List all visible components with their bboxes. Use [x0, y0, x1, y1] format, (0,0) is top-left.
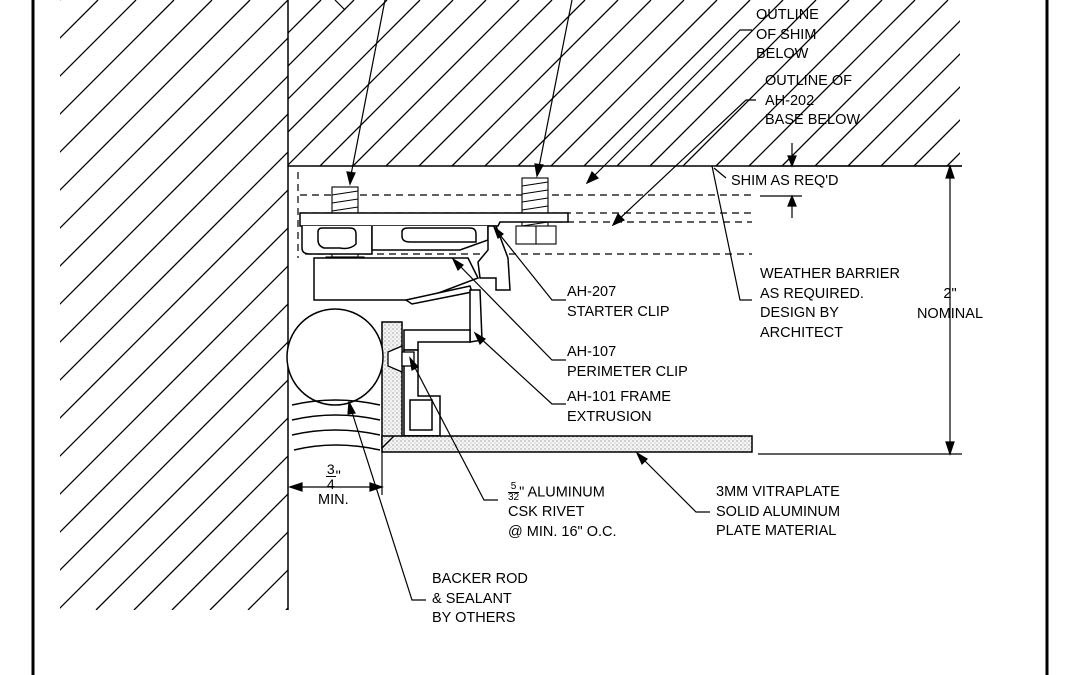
label-starter-clip: AH-207 STARTER CLIP [567, 284, 670, 320]
ah-207-starter-clip [313, 225, 511, 305]
fraction-5-32: 5 32 [508, 481, 520, 503]
label-perimeter-clip: AH-107 PERIMETER CLIP [567, 344, 688, 380]
screw-right [515, 177, 557, 245]
vitraplate-panel [381, 321, 753, 453]
label-weather-barrier: WEATHER BARRIER AS REQUIRED. DESIGN BY A… [760, 266, 900, 341]
label-outline-of-base: OUTLINE OF AH-202 BASE BELOW [765, 73, 861, 128]
backer-rod [286, 308, 384, 451]
label-3-4-min: 3 4 " MIN. [318, 461, 349, 508]
label-vitraplate: 3MM VITRAPLATE SOLID ALUMINUM PLATE MATE… [716, 484, 841, 539]
sheet-border [31, 0, 1049, 675]
label-frame-extrusion: AH-101 FRAME EXTRUSION [567, 389, 671, 425]
dimension-2in [758, 164, 962, 456]
label-backer-rod: BACKER ROD & SEALANT BY OTHERS [432, 571, 528, 626]
dimension-shim [760, 143, 802, 218]
fraction-3-4: 3 4 [325, 461, 336, 492]
slab-hatch [288, 0, 960, 166]
wall-hatch [60, 0, 288, 610]
label-outline-of-shim: OUTLINE OF SHIM BELOW [756, 7, 819, 62]
label-shim-as-reqd: SHIM AS REQ'D [731, 173, 839, 189]
leader-lines [334, 0, 756, 601]
label-2in-nominal: 2" NOMINAL [916, 286, 984, 322]
ah-202-base [299, 212, 569, 255]
label-csk-rivet: 5 32 " ALUMINUM CSK RIVET @ MIN. 16" O.C… [508, 481, 617, 540]
